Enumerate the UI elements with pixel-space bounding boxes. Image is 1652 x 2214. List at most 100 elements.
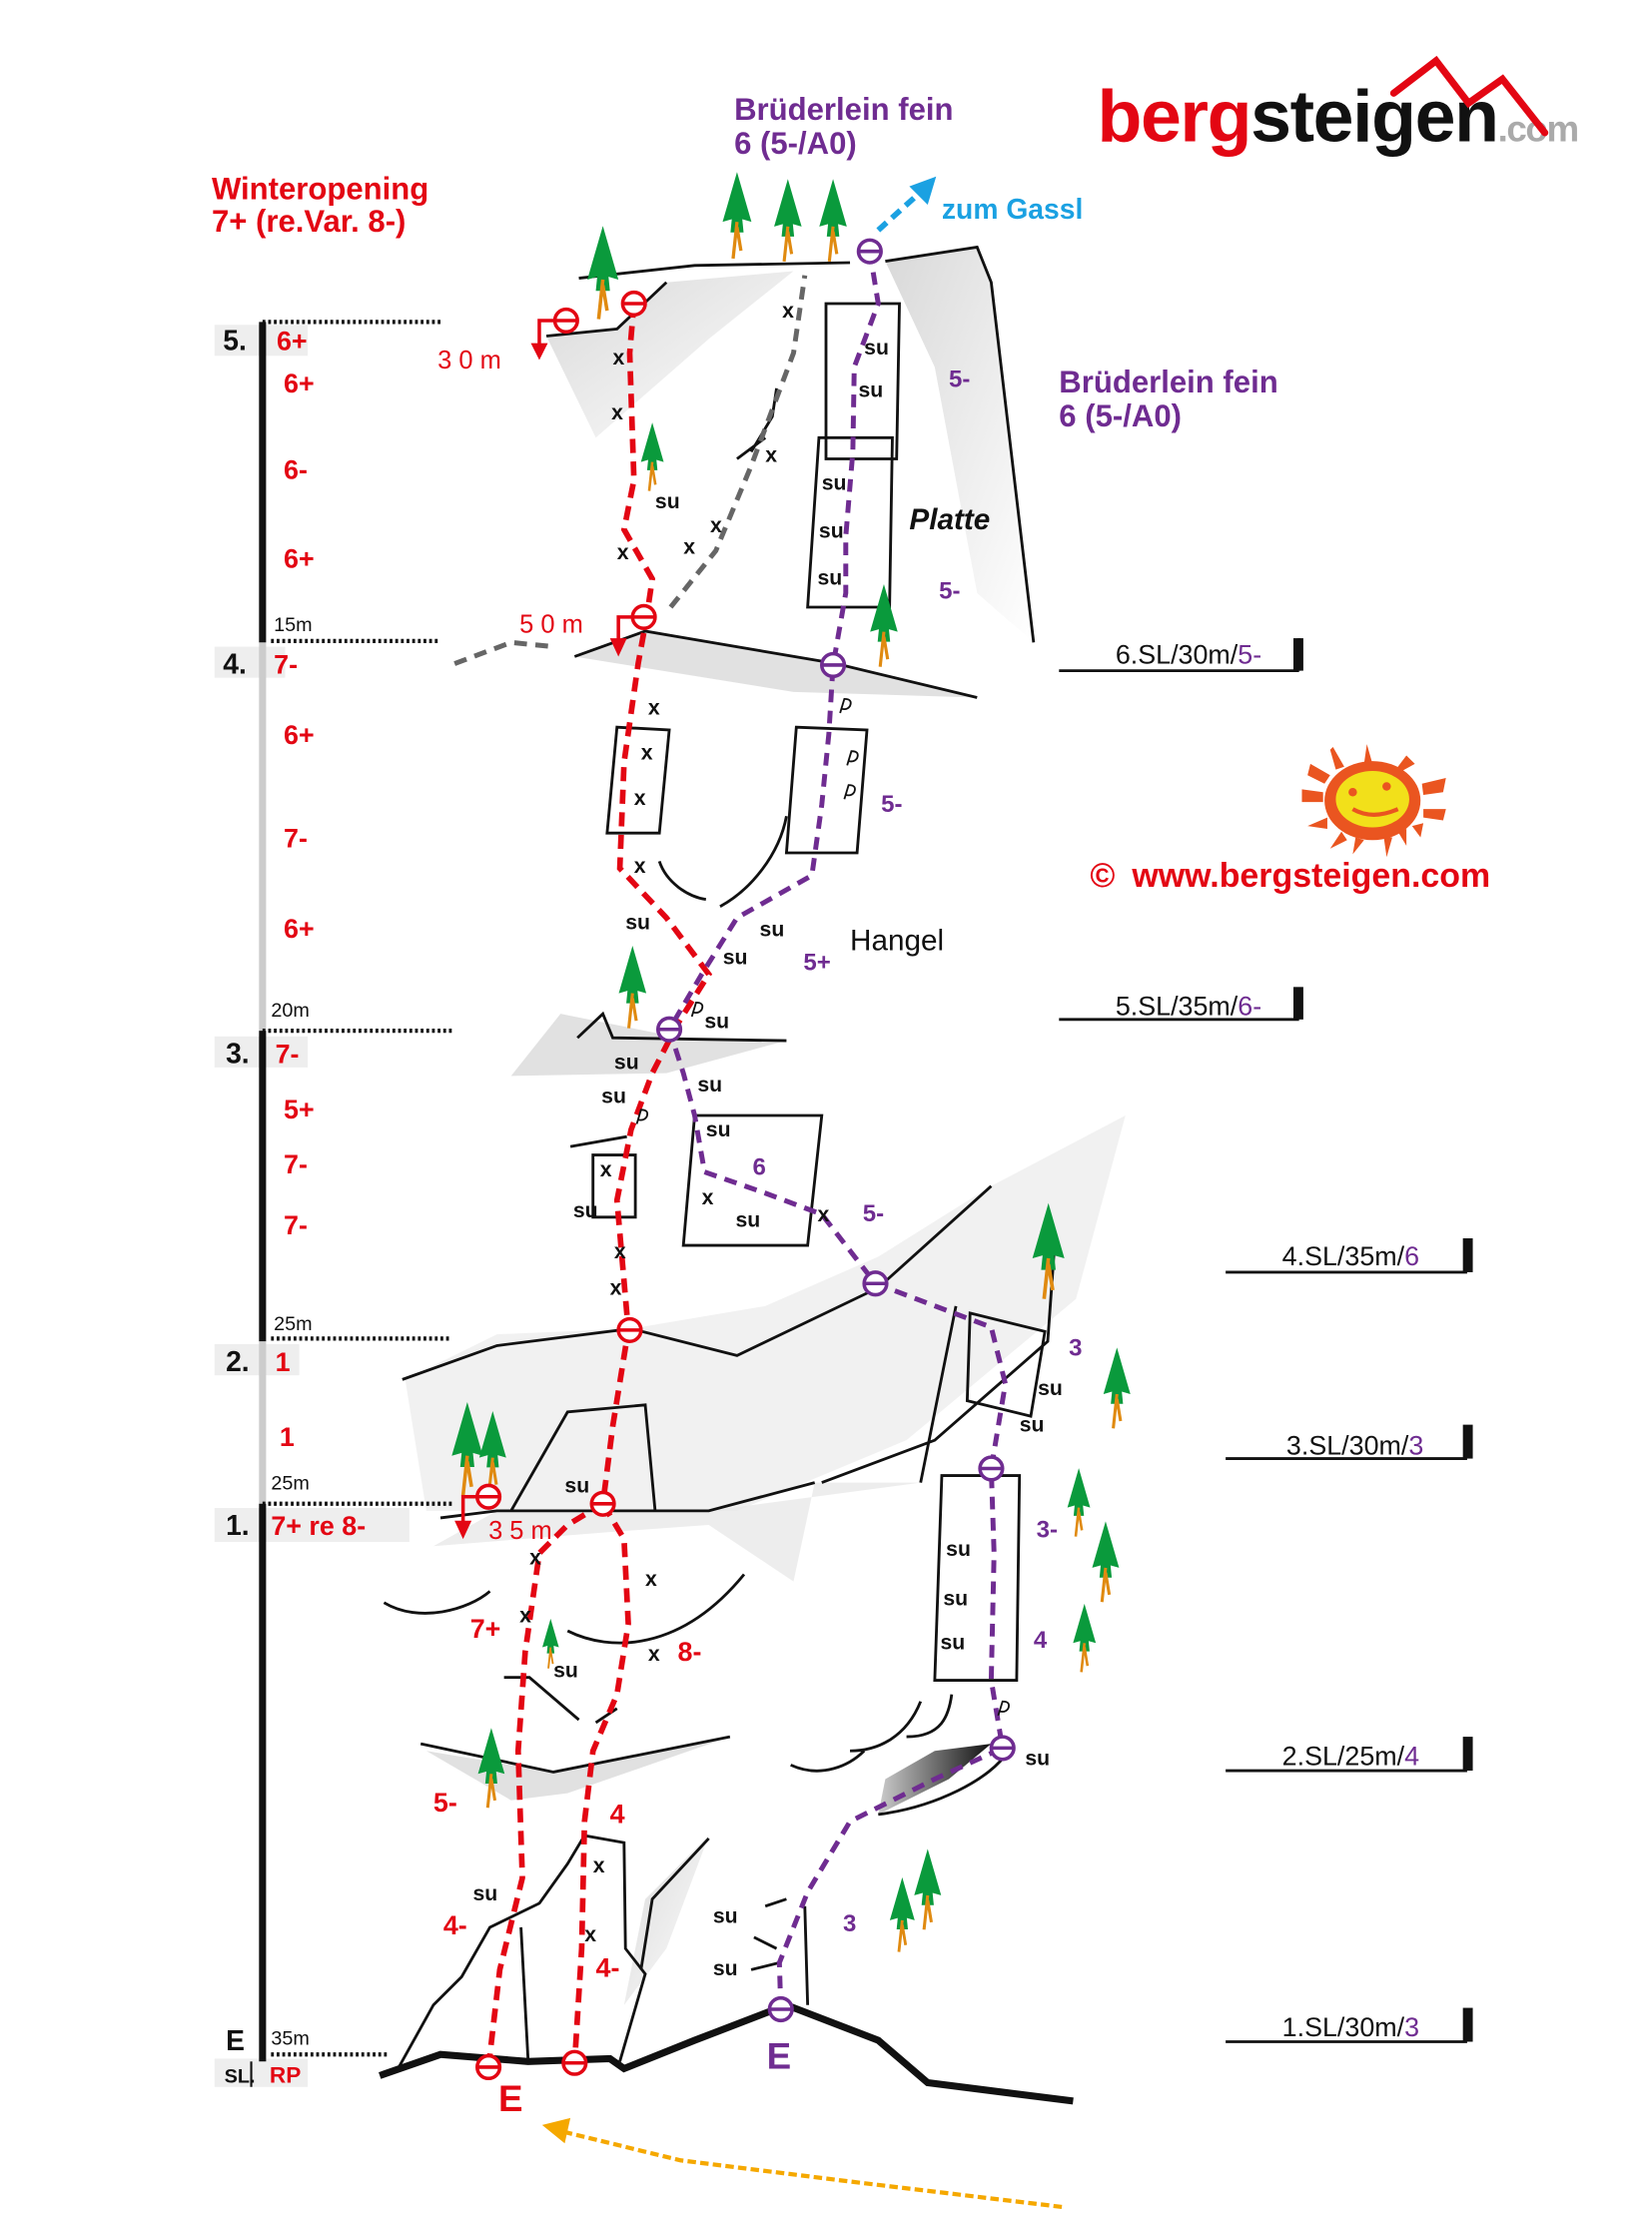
approach-arrow [563, 2129, 1063, 2210]
svg-text:6.SL/30m/5-: 6.SL/30m/5- [1116, 640, 1261, 670]
route-grade-winteropening: 7+ (re.Var. 8-) [212, 204, 406, 239]
belay-station-icon [989, 1735, 1016, 1762]
pitch-label-text: 5.SL/35m/ [1116, 992, 1239, 1022]
red-route-grade: 4- [443, 1910, 467, 1940]
rappel-35m: 3 5 m [488, 1517, 552, 1545]
copyright-notice: ©www.bergsteigen.com [1090, 857, 1490, 895]
belay-hint-su: su [943, 1588, 968, 1611]
bolt-mark: x [613, 347, 625, 369]
tree-icon [888, 1875, 917, 1954]
bolt-mark: x [765, 443, 777, 466]
pitch-label-text: 2.SL/25m/ [1282, 1741, 1405, 1771]
approach-arrow-head [541, 2117, 571, 2144]
belay-hint-su: su [736, 1209, 761, 1232]
belay-hint-su: su [859, 378, 884, 401]
purple-route-grade: 5- [881, 791, 902, 818]
svg-text:4.SL/35m/6: 4.SL/35m/6 [1282, 1241, 1419, 1271]
bolt-mark: x [600, 1158, 612, 1181]
pitch-grade: 7- [274, 649, 298, 679]
belay-hint-su: su [625, 911, 650, 934]
pitch-number: 1. [226, 1509, 250, 1541]
belay-hint-su: su [564, 1474, 589, 1497]
purple-route-grade: 3- [1037, 1517, 1058, 1544]
pitch-scale: 5. 6+ 6+ 6- 6+ 15m 4. 7- 6+ 7- 6+ 20m 3.… [214, 320, 452, 2088]
copyright-site: www.bergsteigen.com [1131, 857, 1490, 895]
pitch-label-text: 4.SL/35m/ [1282, 1241, 1405, 1271]
pitch-label-grade: 5- [1238, 640, 1261, 670]
pitch-grade: 7- [284, 1149, 308, 1179]
pitch-number: 3. [226, 1038, 250, 1070]
pitch-number: 5. [223, 325, 247, 357]
sl-label: SL. [225, 2066, 256, 2088]
tree-icon [868, 582, 900, 669]
piton-icon [846, 750, 859, 766]
red-route-grade: 7+ [470, 1614, 501, 1644]
belay-station-icon [630, 603, 657, 630]
belay-hint-su: su [941, 1631, 966, 1654]
pitch-label-6: 6.SL/30m/5- [1059, 638, 1303, 673]
pitch-grade: 1 [276, 1347, 291, 1377]
belay-hint-su: su [614, 1051, 639, 1074]
belay-hint-su: su [697, 1074, 722, 1097]
pitch-label-4: 4.SL/35m/6 [1226, 1237, 1473, 1274]
purple-route-grade: 3 [843, 1910, 856, 1937]
exit-arrow [876, 190, 923, 233]
tree-icon [476, 1726, 506, 1810]
pitch-grade: 1 [280, 1422, 295, 1452]
belay-station-icon [862, 1270, 889, 1297]
rappel-30m: 3 0 m [437, 347, 501, 374]
belay-hint-su: su [713, 1905, 738, 1928]
purple-route-grade: 5- [863, 1200, 884, 1227]
tree-icon [616, 944, 648, 1031]
purple-route-grade: 4 [1034, 1627, 1048, 1654]
bolt-mark: x [519, 1605, 531, 1628]
rappel-arrow-head [609, 638, 627, 657]
tree-icon [1090, 1519, 1121, 1604]
belay-hint-su: su [723, 947, 748, 970]
pitch-label-1: 1.SL/30m/3 [1226, 2007, 1473, 2043]
bolt-mark: x [641, 742, 653, 765]
start-label: E [226, 2024, 245, 2056]
belay-hint-su: su [573, 1199, 598, 1222]
pitch-grade: 7- [284, 1210, 308, 1240]
tree-icon [720, 170, 754, 261]
pitch-grade: 6+ [284, 543, 315, 573]
tree-icon [817, 177, 849, 264]
pitch-label-3: 3.SL/30m/3 [1226, 1424, 1473, 1460]
svg-text:1.SL/30m/3: 1.SL/30m/3 [1282, 2012, 1419, 2042]
zum-gassl-label: zum Gassl [942, 193, 1083, 225]
pitch-grade: 7+ re 8- [271, 1511, 366, 1541]
svg-text:2.SL/25m/4: 2.SL/25m/4 [1282, 1741, 1419, 1771]
pitch-label-grade: 6- [1238, 992, 1261, 1022]
variant-route-gray-2 [453, 639, 554, 666]
belay-hint-su: su [819, 520, 844, 543]
pitch-grade: 5+ [284, 1095, 315, 1124]
pitch-grade: 7- [284, 823, 308, 853]
tree-icon [1071, 1602, 1098, 1674]
purple-route-grade: 5+ [803, 949, 830, 976]
bolt-mark: x [648, 1643, 660, 1666]
bolt-mark: x [782, 300, 794, 323]
pitch-grade: 6+ [284, 369, 315, 398]
bolt-mark: x [614, 1240, 626, 1263]
belay-hint-su: su [1025, 1747, 1050, 1770]
pitch-label-grade: 3 [1408, 1430, 1423, 1460]
belay-hint-su: su [706, 1118, 731, 1141]
rappel-arrow-head [454, 1520, 472, 1540]
belay-hint-su: su [946, 1538, 971, 1561]
pitch-grade: 6+ [284, 720, 315, 750]
belay-hint-su: su [713, 1957, 738, 1980]
pitch-label-5: 5.SL/35m/6- [1059, 987, 1303, 1022]
belay-station-icon [655, 1016, 683, 1043]
belay-hint-su: su [1038, 1377, 1063, 1400]
belay-hint-su: su [473, 1882, 498, 1905]
bolt-mark: x [818, 1203, 830, 1226]
piton-icon [635, 1108, 649, 1124]
belay-station-icon [620, 290, 647, 318]
route-grade-bruederlein: 6 (5-/A0) [734, 126, 857, 161]
belay-hint-su: su [1020, 1414, 1045, 1437]
logo-black: steigen [1250, 74, 1497, 157]
red-route-grade: 4 [610, 1799, 625, 1829]
pitch-label-grade: 6 [1404, 1241, 1419, 1271]
bolt-mark: x [610, 1277, 622, 1300]
